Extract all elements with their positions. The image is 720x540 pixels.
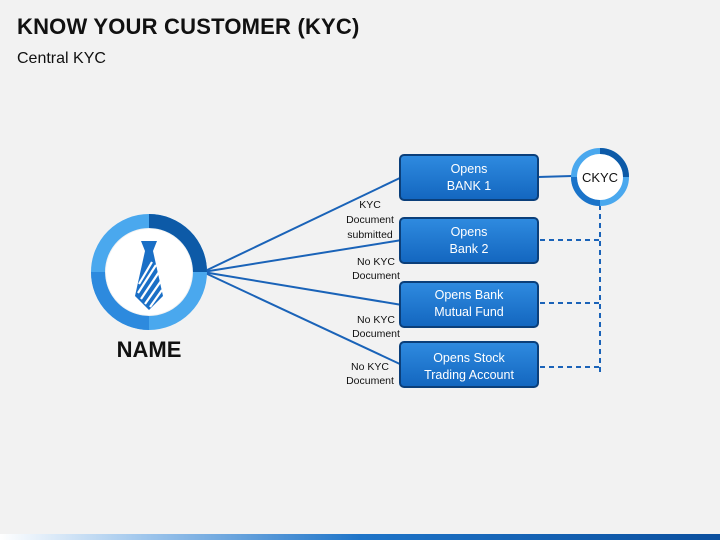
box-mutual-fund-line2: Mutual Fund bbox=[434, 305, 504, 319]
box-bank-2-line2: Bank 2 bbox=[450, 242, 489, 256]
ckyc-label: CKYC bbox=[582, 170, 618, 185]
box-stock-trading: Opens Stock Trading Account bbox=[399, 341, 539, 388]
svg-text:No KYC: No KYC bbox=[357, 314, 395, 326]
edge-label-4: No KYC Document bbox=[346, 361, 394, 387]
edge-label-3: No KYC Document bbox=[352, 314, 400, 340]
edge-label-1: KYC Document submitted bbox=[346, 199, 394, 241]
svg-text:KYC: KYC bbox=[359, 199, 381, 211]
customer-connectors bbox=[202, 176, 403, 366]
svg-text:submitted: submitted bbox=[347, 229, 393, 241]
box-bank-1-line1: Opens bbox=[451, 162, 488, 176]
svg-text:No KYC: No KYC bbox=[351, 361, 389, 373]
svg-text:Document: Document bbox=[346, 375, 394, 387]
box-mutual-fund-line1: Opens Bank bbox=[435, 288, 505, 302]
box-mutual-fund: Opens Bank Mutual Fund bbox=[399, 281, 539, 328]
connector-line-1 bbox=[202, 176, 403, 273]
ckyc-solid-link bbox=[537, 175, 573, 178]
box-stock-trading-line1: Opens Stock bbox=[433, 351, 505, 365]
customer-avatar bbox=[91, 214, 207, 330]
connector-line-3 bbox=[202, 271, 403, 306]
ckyc-hub: CKYC bbox=[571, 148, 629, 206]
footer-accent-bar bbox=[0, 534, 720, 540]
page-title: KNOW YOUR CUSTOMER (KYC) bbox=[17, 14, 360, 39]
svg-text:No KYC: No KYC bbox=[357, 256, 395, 268]
connector-line-2 bbox=[202, 239, 403, 273]
box-stock-trading-line2: Trading Account bbox=[424, 368, 514, 382]
box-bank-2: Opens Bank 2 bbox=[399, 217, 539, 264]
box-bank-1-line2: BANK 1 bbox=[447, 179, 492, 193]
page-subtitle: Central KYC bbox=[17, 50, 106, 67]
svg-text:Document: Document bbox=[346, 214, 394, 226]
box-bank-1: Opens BANK 1 bbox=[399, 154, 539, 201]
tie-icon bbox=[135, 241, 163, 310]
connector-line-4 bbox=[202, 271, 403, 366]
svg-text:Document: Document bbox=[352, 270, 400, 282]
box-bank-2-line1: Opens bbox=[451, 225, 488, 239]
customer-name: NAME bbox=[117, 337, 182, 362]
ckyc-dashed-links bbox=[540, 205, 601, 372]
svg-text:Document: Document bbox=[352, 328, 400, 340]
edge-label-2: No KYC Document bbox=[352, 256, 400, 282]
